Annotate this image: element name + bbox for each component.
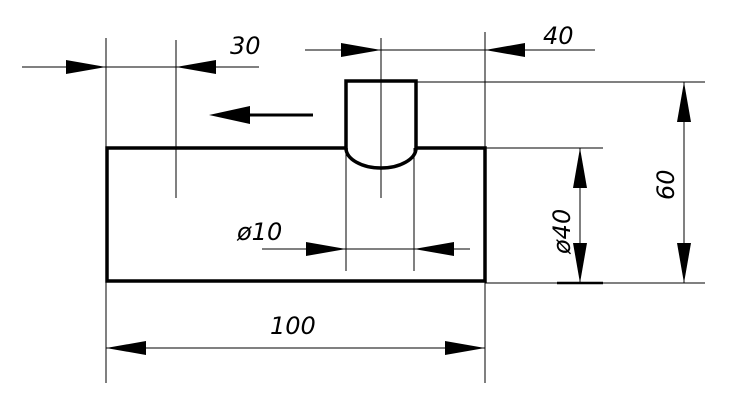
label-30: 30 [230, 32, 261, 60]
label-40: 40 [543, 22, 574, 50]
label-10: ø10 [236, 218, 282, 246]
arrow-60-bottom [677, 243, 691, 283]
direction-arrow-head [209, 106, 250, 124]
label-phi40: ø40 [548, 209, 576, 255]
arrow-100-left [106, 341, 146, 355]
arrow-phi40-bottom [573, 243, 587, 283]
arrow-100-right [445, 341, 485, 355]
arrow-phi40-top [573, 148, 587, 188]
arrow-40-left [341, 43, 381, 57]
arrow-40-right [485, 43, 525, 57]
arrow-10-right [414, 242, 454, 256]
label-100: 100 [270, 312, 316, 340]
label-60: 60 [652, 169, 680, 200]
arrow-30-left [66, 60, 106, 74]
arrow-60-top [677, 82, 691, 122]
arrow-30-right [176, 60, 216, 74]
arrow-10-left [306, 242, 346, 256]
